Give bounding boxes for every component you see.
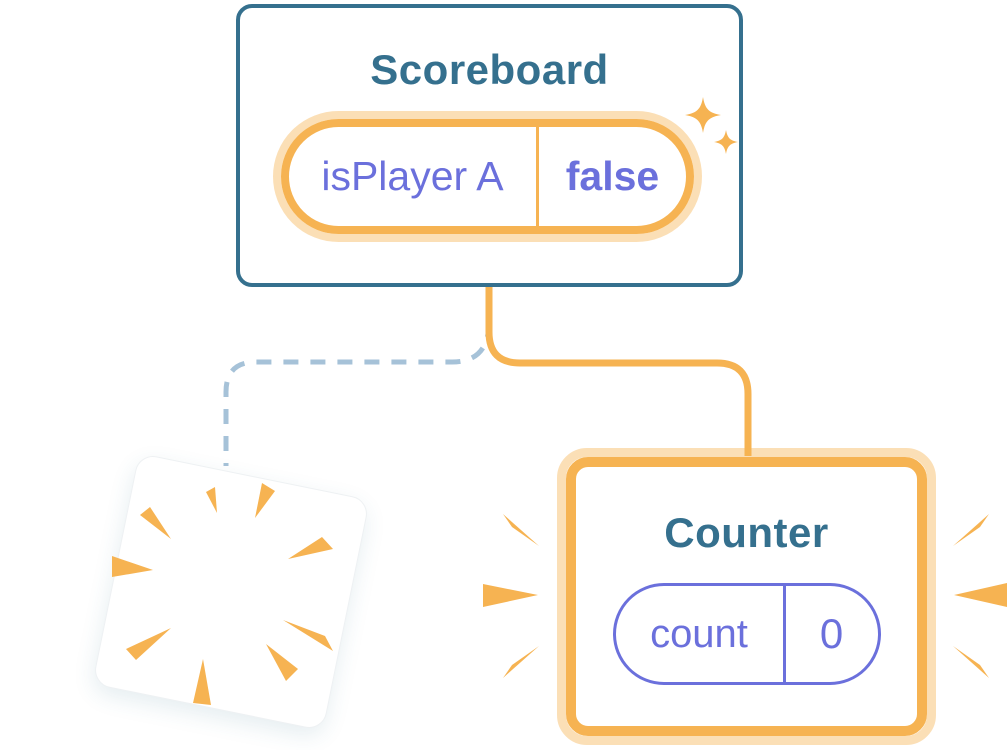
destroyed-component-card <box>91 452 371 732</box>
pill-divider <box>536 127 539 226</box>
solid-connector-line <box>485 283 752 456</box>
scoreboard-state-pill: isPlayer A false <box>273 111 702 242</box>
counter-state-pill: count 0 <box>612 583 881 685</box>
counter-title: Counter <box>664 509 829 556</box>
scoreboard-title: Scoreboard <box>370 46 609 93</box>
state-value: 0 <box>819 610 844 657</box>
dashed-connector-line <box>223 321 492 466</box>
state-value: false <box>565 153 660 199</box>
state-name: count <box>650 611 748 656</box>
pill-divider <box>782 586 786 682</box>
state-name: isPlayer A <box>321 153 504 199</box>
counter-card: Counter count 0 <box>557 448 936 745</box>
